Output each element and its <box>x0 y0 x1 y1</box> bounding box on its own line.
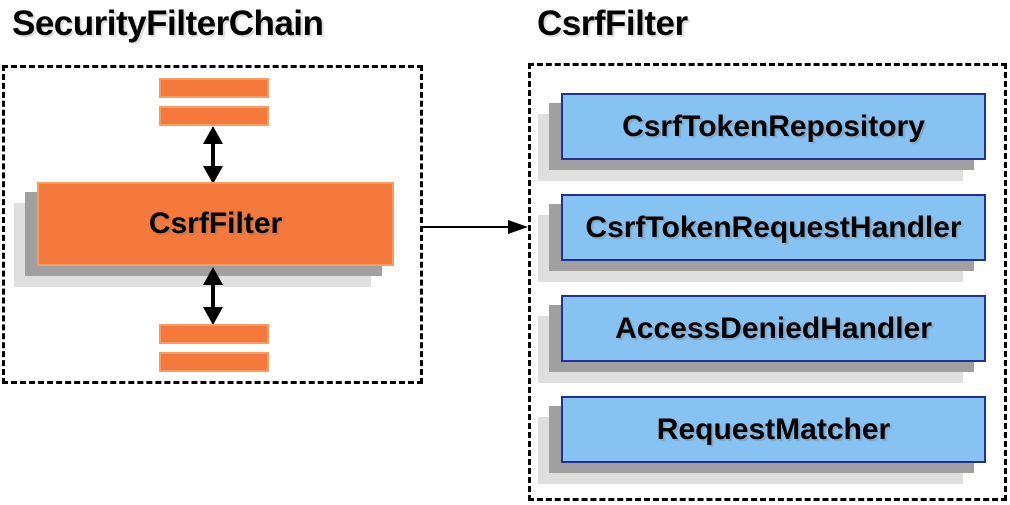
csrf-filter-box: CsrfFilter <box>37 182 394 266</box>
csrf-filter-box-label: CsrfFilter <box>148 207 283 240</box>
filter-stub-bar <box>159 106 269 126</box>
security-filter-chain-container <box>2 65 423 384</box>
filter-stub-bar <box>159 78 269 98</box>
double-headed-vertical-arrow-icon <box>203 126 223 184</box>
component-box-access-denied-handler: AccessDeniedHandler <box>561 295 986 362</box>
component-box-csrf-token-repository: CsrfTokenRepository <box>561 93 986 160</box>
filter-stub-bar <box>159 324 269 344</box>
filter-stub-bar <box>159 352 269 372</box>
csrf-filter-title: CsrfFilter <box>537 4 688 43</box>
right-arrow-icon <box>423 220 528 234</box>
csrf-filter-components-container <box>528 63 1007 501</box>
component-box-request-matcher: RequestMatcher <box>561 396 986 463</box>
security-filter-chain-title: SecurityFilterChain <box>12 4 324 43</box>
component-box-csrf-token-request-handler: CsrfTokenRequestHandler <box>561 194 986 261</box>
double-headed-vertical-arrow-icon <box>203 267 223 325</box>
